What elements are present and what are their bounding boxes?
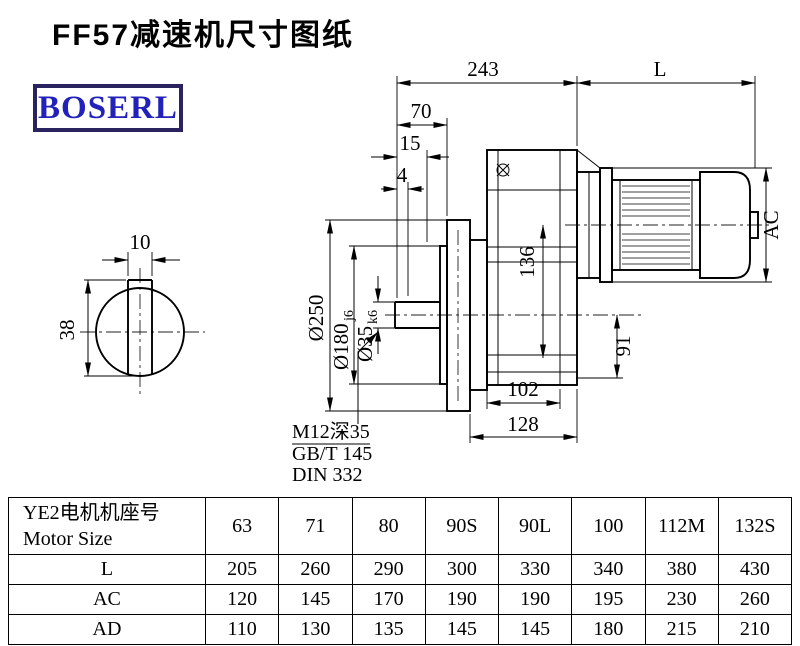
motor-fins	[622, 185, 690, 265]
center-lines	[80, 224, 772, 402]
table-cell: 330	[497, 554, 573, 585]
table-cell: 300	[424, 554, 500, 585]
note-m12: M12深35	[292, 420, 370, 443]
table-cell: 340	[571, 554, 646, 585]
dim-4: 4	[397, 163, 408, 187]
table-cell: 190	[497, 584, 573, 615]
table-cell: 190	[424, 584, 500, 615]
table-cell: 145	[497, 614, 573, 645]
table-cell: 205	[204, 554, 280, 585]
shaft-end-view	[95, 279, 185, 377]
table-row-L: L 205 260 290 300 330 340 380 430	[8, 554, 793, 585]
table-cell: 145	[424, 614, 500, 645]
table-cell: 120	[204, 584, 280, 615]
table-row-AC: AC 120 145 170 190 190 195 230 260	[8, 584, 793, 615]
logo-box: BOSERL	[33, 84, 183, 132]
table-cell: 430	[717, 554, 793, 585]
dia-250-label: Ø250	[304, 295, 328, 342]
dim-136: 136	[515, 246, 539, 278]
dia-180-tolerance: j6	[342, 310, 357, 322]
size-column-112m: 112M	[644, 497, 719, 555]
table-cell: 260	[278, 554, 353, 585]
table-row-AD: AD 110 130 135 145 145 180 215 210	[8, 614, 793, 645]
table-cell: 135	[351, 614, 426, 645]
table-cell: 215	[644, 614, 719, 645]
table-cell: 195	[571, 584, 646, 615]
row-label-AC: AC	[8, 584, 206, 615]
header-motor-size-cell: YE2电机机座号 Motor Size	[8, 497, 206, 555]
size-column-63: 63	[204, 497, 280, 555]
row-label-L: L	[8, 554, 206, 585]
size-column-90s: 90S	[424, 497, 500, 555]
dia-35-label: Ø35	[353, 326, 377, 362]
dim-102: 102	[507, 377, 539, 401]
row-label-AD: AD	[8, 614, 206, 645]
bolt-hole-icon	[496, 163, 510, 177]
table-cell: 180	[571, 614, 646, 645]
table-cell: 380	[644, 554, 719, 585]
size-column-80: 80	[351, 497, 426, 555]
dimension-labels: 243 L 70 15 4 10 102 128 38 136 91 AC Ø2…	[55, 57, 783, 486]
fan-cowl	[699, 171, 751, 279]
page-title: FF57减速机尺寸图纸	[52, 19, 355, 52]
size-column-71: 71	[278, 497, 353, 555]
motor-size-table: YE2电机机座号 Motor Size 63 71 80 90S 90L 100…	[8, 497, 793, 645]
leader-line	[357, 331, 379, 424]
table-cell: 290	[351, 554, 426, 585]
note-gbt: GB/T 145	[292, 443, 372, 465]
dim-10: 10	[130, 230, 151, 254]
size-column-90l: 90L	[497, 497, 573, 555]
table-cell: 110	[204, 614, 280, 645]
dim-38: 38	[55, 320, 79, 341]
table-cell: 210	[717, 614, 793, 645]
dim-L: L	[654, 57, 667, 81]
note-din: DIN 332	[292, 464, 363, 486]
dimension-lines	[84, 76, 772, 445]
table-cell: 130	[278, 614, 353, 645]
table-cell: 260	[717, 584, 793, 615]
dim-128: 128	[507, 412, 539, 436]
size-column-100: 100	[571, 497, 646, 555]
dim-70: 70	[411, 99, 432, 123]
dim-15: 15	[400, 131, 421, 155]
dim-AC: AC	[759, 210, 783, 239]
table-cell: 170	[351, 584, 426, 615]
reducer-side-view	[394, 149, 578, 412]
size-column-132s: 132S	[717, 497, 793, 555]
table-cell: 230	[644, 584, 719, 615]
table-cell: 145	[278, 584, 353, 615]
motor	[576, 149, 759, 283]
header-cn: YE2电机机座号	[23, 502, 160, 524]
dimension-drawing: 243 L 70 15 4 10 102 128 38 136 91 AC Ø2…	[55, 57, 783, 486]
dia-180-label: Ø180	[329, 323, 353, 370]
dim-91: 91	[611, 336, 635, 357]
dia-35-tolerance: k6	[366, 310, 381, 324]
logo-text: BOSERL	[38, 89, 178, 126]
header-en: Motor Size	[23, 528, 113, 550]
dim-243: 243	[467, 57, 499, 81]
table-header-row: YE2电机机座号 Motor Size 63 71 80 90S 90L 100…	[8, 497, 793, 555]
